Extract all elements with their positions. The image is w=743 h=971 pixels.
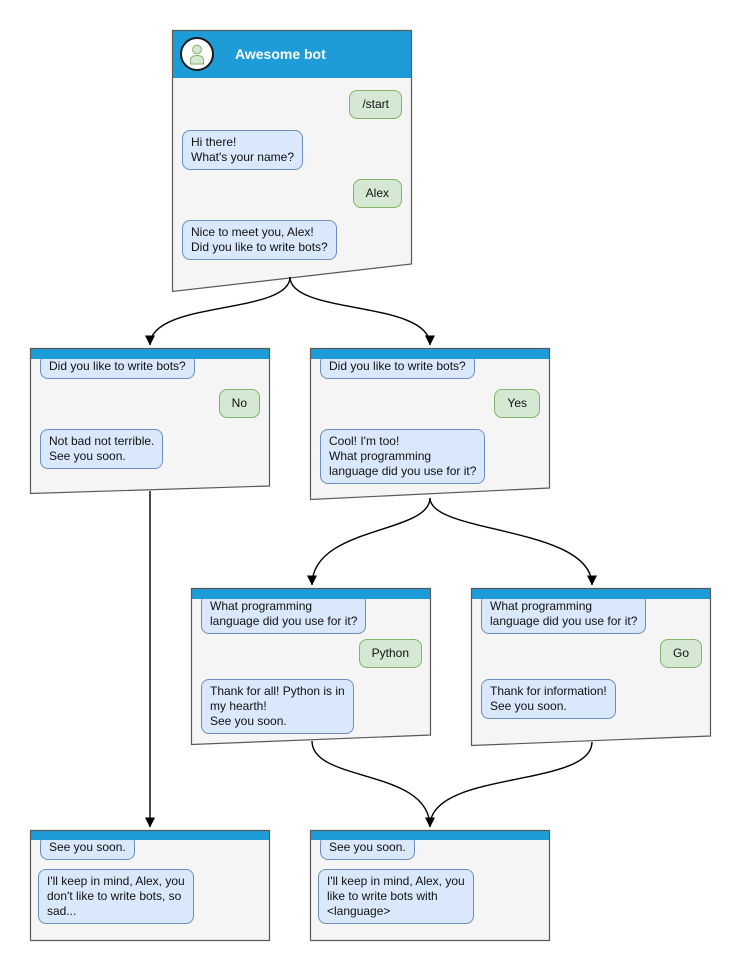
bot-message-bubble: I'll keep in mind, Alex, you like to wri… — [318, 869, 474, 924]
flow-arrow — [311, 740, 435, 828]
chat-window-branch-go: What programming language did you use fo… — [471, 588, 711, 745]
chat-header: Awesome bot — [172, 30, 412, 78]
user-message-bubble: Alex — [352, 179, 402, 208]
chat-window-end-happy: See you soon. I'll keep in mind, Alex, y… — [310, 830, 550, 940]
bot-message-bubble: I'll keep in mind, Alex, you don't like … — [38, 869, 194, 924]
user-message-bubble: /start — [349, 90, 402, 119]
flow-arrow — [429, 497, 597, 586]
chat-window-branch-python: What programming language did you use fo… — [191, 588, 431, 744]
user-message-bubble: Python — [358, 639, 422, 668]
chat-header — [191, 588, 431, 599]
user-avatar-icon — [180, 37, 214, 71]
bot-message-bubble: What programming language did you use fo… — [201, 594, 367, 634]
chat-header — [30, 348, 270, 359]
chat-window-end-sad: See you soon. I'll keep in mind, Alex, y… — [30, 830, 270, 940]
chat-window-main: Awesome bot /start Hi there! What's your… — [172, 30, 412, 292]
bot-title: Awesome bot — [235, 46, 326, 62]
bot-message-bubble: Nice to meet you, Alex! Did you like to … — [182, 220, 337, 260]
chat-header — [30, 830, 270, 840]
user-message-bubble: Go — [659, 639, 702, 668]
bot-message-bubble: Thank for all! Python is in my hearth! S… — [201, 679, 354, 734]
user-message-bubble: Yes — [494, 389, 540, 418]
chat-header — [310, 830, 550, 840]
bot-message-bubble: Thank for information! See you soon. — [481, 679, 616, 719]
bot-message-bubble: Cool! I'm too! What programming language… — [320, 429, 486, 484]
chat-header — [471, 588, 711, 599]
chat-header — [310, 348, 550, 359]
bot-message-bubble: Not bad not terrible. See you soon. — [40, 429, 164, 469]
bot-message-bubble: Hi there! What's your name? — [182, 130, 304, 170]
flow-arrow — [429, 741, 593, 827]
chat-window-branch-yes: Did you like to write bots? Yes Cool! I'… — [310, 348, 550, 499]
flow-arrow — [145, 276, 291, 346]
bot-message-bubble: What programming language did you use fo… — [481, 594, 647, 634]
flow-arrow — [307, 497, 431, 586]
user-message-bubble: No — [218, 389, 260, 418]
person-icon — [190, 44, 204, 65]
chat-window-branch-no: Did you like to write bots? No Not bad n… — [30, 348, 270, 493]
flow-arrow — [289, 276, 435, 346]
